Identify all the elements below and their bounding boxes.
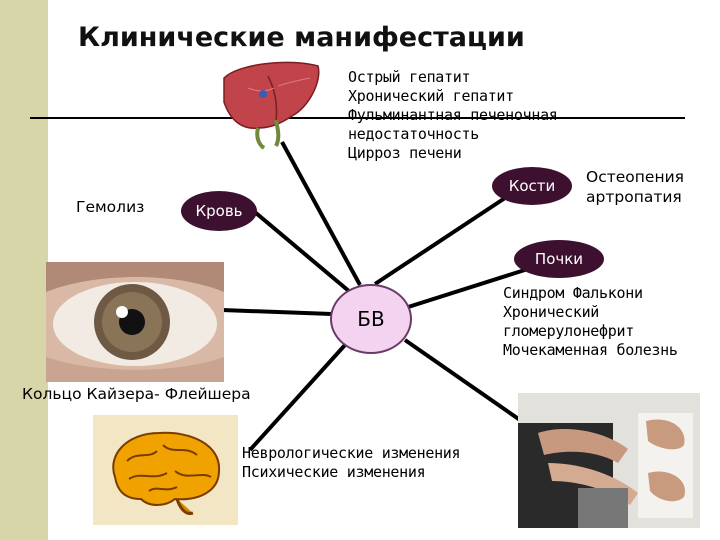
bones-finding-1: Остеопения [586,168,684,186]
kidneys-finding-2: Хронический [503,303,600,321]
eye-photo [46,262,224,382]
blood-badge: Кровь [181,191,257,231]
liver-finding-5: Цирроз печени [348,144,462,162]
connector-liver [280,141,362,286]
bones-finding-2: артропатия [586,188,682,206]
bones-badge: Кости [492,167,572,205]
liver-findings: Острый гепатит Хронический гепатит Фульм… [348,68,558,163]
kidneys-finding-3: гломерулонефрит [503,322,634,340]
kidneys-badge: Почки [514,240,604,278]
liver-finding-2: Хронический гепатит [348,87,514,105]
liver-finding-3: Фульминантная печеночная [348,106,558,124]
blood-finding: Гемолиз [76,198,145,216]
neuro-finding-2: Психические изменения [242,463,426,481]
kidneys-finding-4: Мочекаменная болезнь [503,341,678,359]
liver-icon [223,61,320,150]
slide-title: Клинические манифестации [78,22,525,53]
kidneys-findings: Синдром Фалькони Хронический гломерулоне… [503,284,678,360]
connector-eye [221,308,333,316]
title-divider [30,117,685,119]
bones-findings: Остеопения артропатия [586,167,684,207]
liver-finding-1: Острый гепатит [348,68,471,86]
brain-icon [93,415,238,525]
neuro-findings: Неврологические изменения Психические из… [242,444,461,482]
neuro-finding-1: Неврологические изменения [242,444,461,462]
kidneys-finding-1: Синдром Фалькони [503,284,643,302]
connector-bones [373,196,507,286]
eye-caption: Кольцо Кайзера- Флейшера [22,385,251,403]
connector-blood [248,206,352,294]
connector-person [403,338,522,422]
left-accent-bar [0,0,48,540]
liver-finding-4: недостаточность [348,125,479,143]
connector-neuro [248,343,347,452]
patient-photo [518,393,700,528]
center-node: БВ [330,284,412,354]
